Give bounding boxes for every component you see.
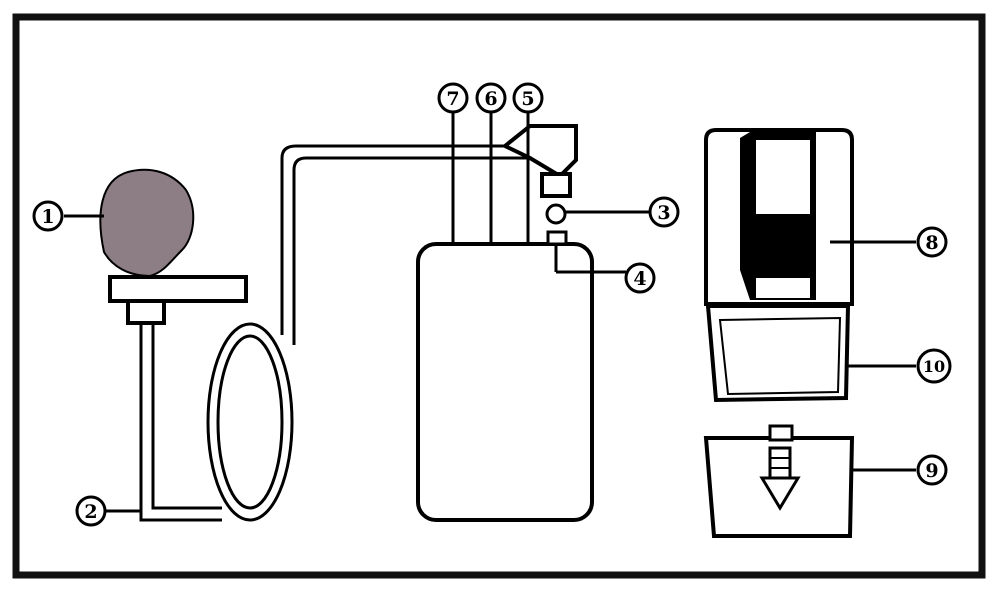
callout-9: 9 bbox=[916, 454, 948, 486]
svg-text:1: 1 bbox=[41, 206, 54, 228]
inflation-bulb bbox=[99, 168, 248, 325]
battery-housing bbox=[704, 128, 854, 306]
svg-text:8: 8 bbox=[925, 232, 938, 254]
callout-2: 2 bbox=[75, 495, 107, 527]
tube-connector bbox=[501, 124, 578, 198]
svg-text:2: 2 bbox=[84, 501, 97, 523]
battery-compartment bbox=[705, 304, 851, 403]
callout-1: 1 bbox=[32, 200, 64, 232]
svg-text:9: 9 bbox=[925, 460, 938, 482]
callout-5: 5 bbox=[512, 82, 544, 114]
svg-text:7: 7 bbox=[446, 88, 459, 110]
callout-10: 10 bbox=[916, 348, 952, 384]
callout-6: 6 bbox=[475, 82, 507, 114]
o-ring bbox=[545, 203, 567, 225]
svg-text:10: 10 bbox=[923, 357, 945, 376]
svg-text:5: 5 bbox=[521, 88, 534, 110]
callout-3: 3 bbox=[648, 196, 680, 228]
leader-lines bbox=[64, 104, 916, 513]
svg-text:6: 6 bbox=[484, 88, 497, 110]
battery-cover bbox=[703, 424, 855, 538]
callout-7: 7 bbox=[437, 82, 469, 114]
main-unit-body bbox=[416, 242, 594, 522]
air-tube bbox=[139, 144, 530, 522]
callout-4: 4 bbox=[624, 262, 656, 294]
svg-text:3: 3 bbox=[657, 202, 670, 224]
air-inlet bbox=[546, 230, 568, 246]
svg-text:4: 4 bbox=[633, 268, 646, 290]
tube-coil bbox=[206, 322, 294, 522]
callout-8: 8 bbox=[916, 226, 948, 258]
